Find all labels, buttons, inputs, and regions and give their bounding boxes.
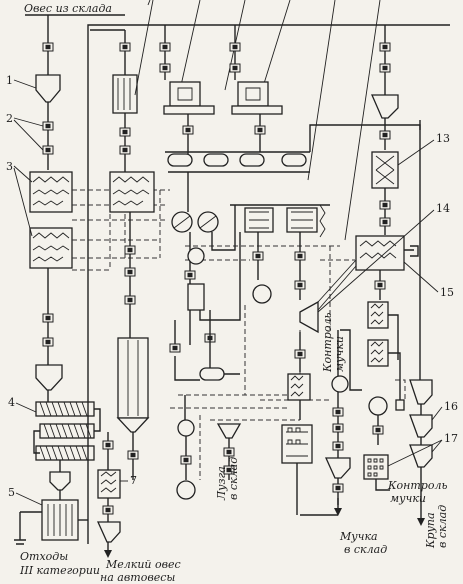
label-groats-1: Крупа [424, 512, 437, 549]
hopper-husk [216, 423, 242, 439]
callouts: 1 2 3 4 5 7 13 14 15 16 17 [6, 74, 458, 506]
unit-15 [355, 235, 405, 271]
hopper-right-top [371, 94, 399, 119]
tall-silo [117, 337, 149, 419]
cylinders-row [167, 153, 307, 167]
cone-14 [299, 300, 319, 334]
small-column [187, 283, 205, 311]
column-flour [324, 330, 388, 516]
column-third [159, 30, 310, 381]
trunk-lines [87, 24, 450, 516]
label-husk-2: в склад [227, 457, 240, 500]
unit-16 [363, 454, 389, 480]
label-fine-oats-2: на автовесы [100, 571, 175, 584]
unit-5 [41, 499, 79, 541]
callout-5: 5 [8, 486, 15, 499]
hopper-lower [35, 364, 63, 391]
label-control-flour-2: мучки [390, 492, 426, 505]
label-waste-2: III категории [19, 564, 100, 577]
callout-17: 17 [444, 432, 458, 445]
diagonal-feeds [134, 0, 381, 241]
label-control-flour-vertical-1: Контроль [321, 313, 334, 373]
machine-top-2 [231, 81, 283, 115]
label-husk-1: Лузга [215, 466, 228, 501]
machine-top-1 [163, 81, 215, 115]
column-left [14, 14, 125, 545]
callout-7: 7 [130, 474, 137, 487]
hopper-flour [324, 457, 351, 479]
callout-2: 2 [6, 112, 13, 125]
label-fine-oats-1: Мелкий овес [105, 558, 181, 571]
drum-screens [244, 204, 326, 238]
aspiration-network [72, 189, 406, 480]
label-waste-1: Отходы [20, 550, 68, 563]
column-right [355, 30, 433, 526]
storage-bin [112, 74, 138, 114]
label-control-flour-vertical-2: мучки [333, 336, 346, 372]
label-flour-2: в склад [344, 543, 387, 556]
label-flour-1: Мучка [339, 530, 378, 543]
callout-1: 1 [6, 74, 13, 87]
unit-7 [97, 469, 121, 499]
hopper-small [49, 471, 71, 491]
callout-4: 4 [8, 396, 15, 409]
label-groats-2: в склад [436, 505, 449, 548]
hopper-fine-oats [96, 521, 121, 543]
callout-14: 14 [436, 202, 450, 215]
hopper-17 [409, 444, 433, 468]
callout-3: 3 [6, 160, 13, 173]
callout-16: 16 [444, 400, 458, 413]
fan-pair [171, 211, 219, 233]
hopper-16 [409, 414, 433, 438]
label-source: Овес из склада [24, 2, 112, 15]
callout-13: 13 [436, 132, 450, 145]
hopper-1 [35, 74, 61, 103]
label-control-flour-1: Контроль [387, 479, 447, 492]
unit-13 [371, 151, 399, 189]
column-second [90, 29, 155, 558]
column-fourth [176, 204, 330, 515]
screw-conveyor-4 [33, 401, 101, 461]
callout-15: 15 [440, 286, 454, 299]
